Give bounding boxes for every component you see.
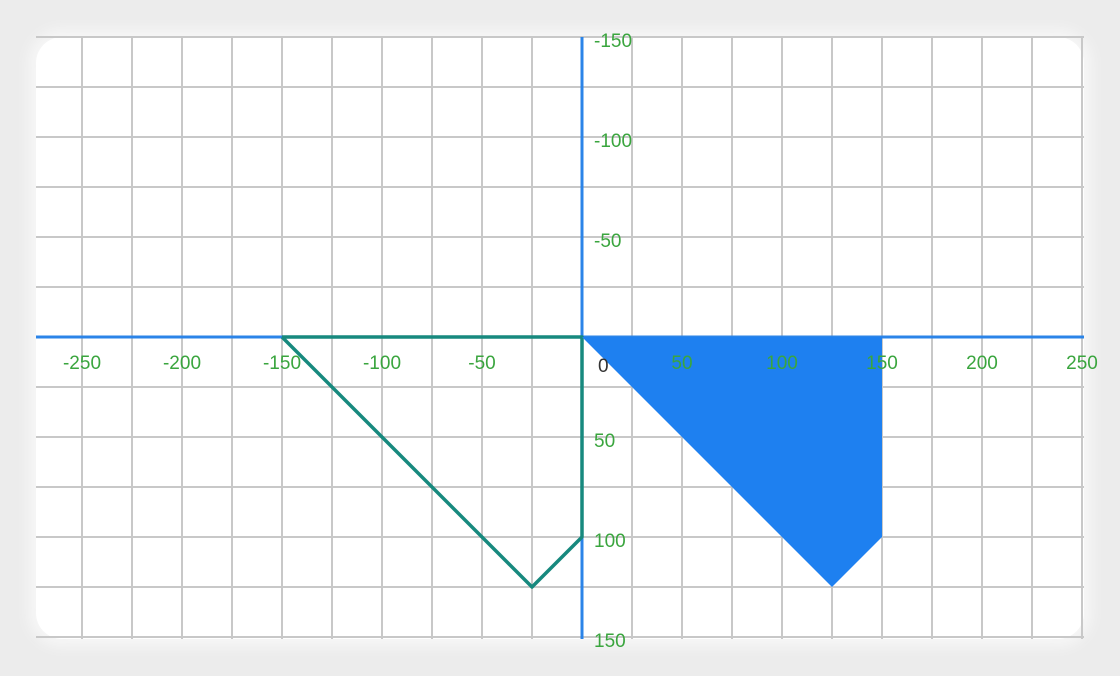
x-tick-label: -50 xyxy=(468,353,495,374)
y-tick-label: 150 xyxy=(594,631,626,652)
y-tick-label: -50 xyxy=(594,231,621,252)
origin-label: 0 xyxy=(598,356,609,377)
y-tick-label: -100 xyxy=(594,131,632,152)
chart-card: -250 -200 -150 -100 -50 50 100 150 200 250 0 -150 -1… xyxy=(36,31,1098,652)
x-tick-label: 100 xyxy=(766,353,798,374)
y-tick-label: -150 xyxy=(594,31,632,52)
x-tick-label: 50 xyxy=(671,353,692,374)
x-tick-label: -200 xyxy=(163,353,201,374)
tick-labels: -250 -200 -150 -100 -50 50 100 150 200 250 0 -150 -1… xyxy=(63,31,1098,652)
shapes xyxy=(280,335,882,589)
outline-shape xyxy=(280,335,584,589)
x-tick-label: 250 xyxy=(1066,353,1098,374)
x-tick-label: -100 xyxy=(363,353,401,374)
filled-shape xyxy=(582,337,882,587)
y-tick-label: 100 xyxy=(594,531,626,552)
y-tick-label: 50 xyxy=(594,431,615,452)
coordinate-plane: -250 -200 -150 -100 -50 50 100 150 200 250 0 -150 -1… xyxy=(36,31,1098,652)
x-tick-label: 200 xyxy=(966,353,998,374)
x-tick-label: -250 xyxy=(63,353,101,374)
x-tick-label: -150 xyxy=(263,353,301,374)
x-tick-label: 150 xyxy=(866,353,898,374)
